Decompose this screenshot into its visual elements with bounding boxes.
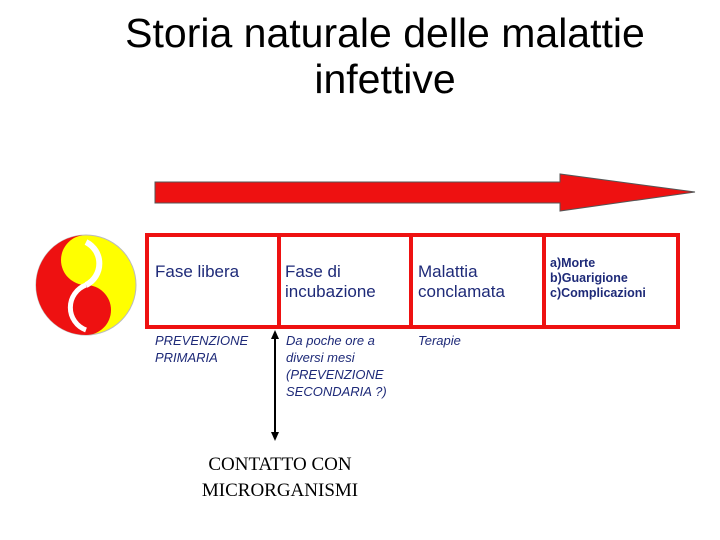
phase-table — [145, 233, 680, 329]
note-terapie: Terapie — [418, 333, 461, 348]
page-title: Storia naturale delle malattie infettive — [125, 10, 645, 102]
note-prevenzione-primaria: PREVENZIONE PRIMARIA — [155, 333, 249, 365]
timeline-arrow — [154, 173, 696, 212]
phase-fase-libera: Fase libera — [155, 262, 240, 281]
phase-outcomes: a)Morte b)Guarigione c)Complicazioni — [550, 256, 646, 300]
note-incubazione-durata: Da poche ore a diversi mesi (PREVENZIONE… — [286, 333, 387, 399]
yin-yang-icon — [35, 234, 137, 336]
phase-fase-incubazione: Fase di incubazione — [285, 262, 376, 301]
phase-malattia-conclamata: Malattia conclamata — [418, 262, 505, 301]
contact-label: CONTATTO CON MICRORGANISMI — [201, 454, 359, 501]
contact-double-arrow — [271, 330, 279, 441]
